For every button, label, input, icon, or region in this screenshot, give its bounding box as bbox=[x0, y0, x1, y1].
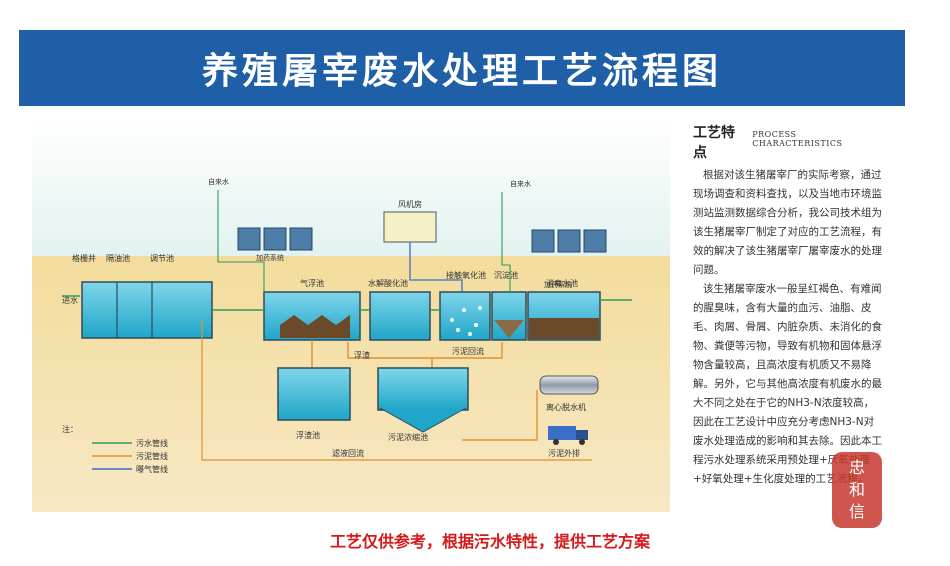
dosing-pipeline-right bbox=[501, 192, 511, 292]
dosing-pipeline-left bbox=[217, 190, 265, 292]
settle-tank bbox=[491, 291, 527, 341]
sludge-thicken-tank bbox=[377, 367, 469, 433]
red-seal-stamp: 忠 和 信 bbox=[832, 452, 882, 528]
seal-char-3: 信 bbox=[848, 502, 865, 521]
disinfect-label: 消毒水池 bbox=[546, 278, 578, 288]
dosing-system-left bbox=[237, 227, 313, 251]
fan-room bbox=[383, 211, 437, 243]
grille-label: 格栅井 bbox=[72, 253, 96, 263]
sludge-thicken-label: 污泥浓缩池 bbox=[388, 432, 428, 442]
sludge-return-label: 污泥回流 bbox=[452, 346, 484, 356]
legend-title: 注： bbox=[62, 424, 78, 434]
footer-note: 工艺仅供参考，根据污水特性，提供工艺方案 bbox=[330, 532, 651, 551]
settle-label: 沉淀池 bbox=[494, 270, 518, 280]
tap-water-right-label: 自来水 bbox=[510, 179, 531, 188]
title-banner: 养殖屠宰废水处理工艺流程图 bbox=[19, 30, 905, 106]
panel-paragraph-1: 根据对该生猪屠宰厂的实际考察，通过现场调查和资料查找，以及当地市环境监测站监测数… bbox=[693, 169, 882, 276]
centrifuge-label: 离心脱水机 bbox=[546, 402, 586, 412]
inlet-label: 进水 bbox=[62, 295, 78, 305]
dosing-system-right bbox=[531, 229, 607, 253]
seal-char-1: 忠 bbox=[848, 458, 865, 477]
dosing-right-label: 加药系统 bbox=[544, 280, 572, 289]
sludge-out-label: 污泥外排 bbox=[548, 448, 580, 458]
aeration-pipeline bbox=[409, 242, 463, 292]
sewage-pipeline bbox=[212, 299, 632, 311]
hydrolysis-tank bbox=[369, 291, 431, 341]
process-characteristics-panel: 工艺特点 PROCESS CHARACTERISTICS 根据对该生猪屠宰厂的实… bbox=[693, 122, 883, 489]
air-float-label: 气浮池 bbox=[300, 278, 324, 288]
dosing-left-label: 加药系统 bbox=[256, 253, 284, 262]
seal-char-2: 和 bbox=[848, 480, 865, 499]
panel-header: 工艺特点 PROCESS CHARACTERISTICS bbox=[693, 122, 883, 162]
scum-pool bbox=[277, 367, 351, 421]
disinfect-tank bbox=[527, 291, 601, 341]
tap-water-left-label: 自来水 bbox=[208, 177, 229, 186]
centrifuge-machine bbox=[539, 375, 599, 395]
legend-label-sewage: 污水管线 bbox=[136, 438, 168, 448]
panel-title: 工艺特点 bbox=[693, 125, 735, 161]
regulate-tank-group bbox=[81, 281, 213, 339]
sludge-truck-icon bbox=[548, 426, 588, 445]
legend-label-sludge: 污泥管线 bbox=[136, 451, 168, 461]
fan-room-label: 风机房 bbox=[398, 199, 422, 209]
filtrate-return-label: 滤液回流 bbox=[332, 448, 364, 458]
panel-paragraph-2: 该生猪屠宰废水一般呈红褐色、有难闻的腥臭味，含有大量的血污、油脂、皮毛、肉屑、骨… bbox=[693, 283, 882, 485]
pump-well-label: 隔油池 bbox=[106, 253, 130, 263]
legend-label-aeration: 曝气管线 bbox=[136, 464, 168, 474]
page-title: 养殖屠宰废水处理工艺流程图 bbox=[201, 50, 722, 92]
process-flow-diagram: 格栅井 隔油池 调节池 进水 气浮池 水解酸化池 接触氧化池 沉淀池 消毒水池 … bbox=[32, 120, 670, 512]
panel-subtitle: PROCESS CHARACTERISTICS bbox=[752, 130, 843, 148]
air-float-tank bbox=[263, 291, 361, 341]
sludge-pipeline bbox=[311, 340, 538, 441]
scum-label: 浮渣 bbox=[354, 350, 370, 360]
hydrolysis-label: 水解酸化池 bbox=[368, 278, 408, 288]
legend: 注： 污水管线 污泥管线 曝气管线 bbox=[62, 424, 168, 474]
contact-oxidation-tank bbox=[439, 291, 491, 341]
filtrate-return-pipeline bbox=[201, 320, 592, 461]
contact-oxidation-label: 接触氧化池 bbox=[446, 270, 486, 280]
scum-pool-label: 浮渣池 bbox=[296, 430, 320, 440]
regulate-label: 调节池 bbox=[150, 253, 174, 263]
